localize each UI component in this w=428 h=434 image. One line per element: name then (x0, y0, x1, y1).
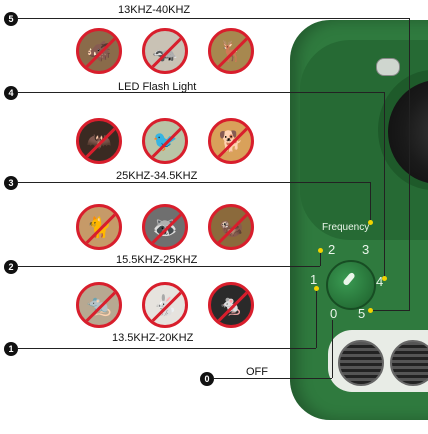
animal-raccoon-icon: 🦝 (142, 204, 188, 250)
marker-0: 0 (200, 372, 214, 386)
animal-mole-icon: 🐁 (208, 282, 254, 328)
leader-line-0-vertical (332, 320, 333, 378)
leader-line-2-vertical (320, 250, 321, 266)
leader-line-3 (18, 182, 370, 183)
animal-cat-icon: 🐈 (76, 204, 122, 250)
leader-line-5-end (370, 310, 410, 311)
animal-badger-icon: 🦡 (142, 28, 188, 74)
range-label-2: 15.5KHZ-25KHZ (116, 254, 198, 266)
indicator-dot-5 (368, 308, 373, 313)
marker-4: 4 (4, 86, 18, 100)
leader-line-2 (18, 266, 320, 267)
animal-boar-icon: 🐗 (76, 28, 122, 74)
animal-bat-icon: 🦇 (76, 118, 122, 164)
marker-2: 2 (4, 260, 18, 274)
dial-number-2: 2 (328, 242, 336, 257)
animal-bird-icon: 🐦 (142, 118, 188, 164)
leader-line-5-vertical (409, 18, 410, 310)
indicator-dot-2 (318, 248, 323, 253)
indicator-dot-1 (314, 286, 319, 291)
range-label-4: LED Flash Light (118, 81, 197, 93)
animal-weasel-icon: 🦦 (208, 204, 254, 250)
animal-rat-icon: 🐀 (76, 282, 122, 328)
marker-5: 5 (4, 12, 18, 26)
frequency-knob[interactable] (326, 260, 376, 310)
animal-dog-icon: 🐕 (208, 118, 254, 164)
leader-line-3-vertical (370, 182, 371, 222)
animal-rabbit-icon: 🐇 (142, 282, 188, 328)
led-flash-light (376, 58, 400, 76)
indicator-dot-3 (368, 220, 373, 225)
speaker-grille-left (338, 340, 384, 386)
range-label-1: 13.5KHZ-20KHZ (112, 332, 194, 344)
speaker-grille-right (390, 340, 428, 386)
dial-number-4: 4 (376, 274, 384, 289)
dial-number-1: 1 (310, 272, 318, 287)
dial-number-5: 5 (358, 306, 366, 321)
animal-deer-icon: 🦌 (208, 28, 254, 74)
leader-line-1 (18, 348, 316, 349)
frequency-label: Frequency (322, 222, 370, 233)
marker-3: 3 (4, 176, 18, 190)
leader-line-4 (18, 92, 384, 93)
range-label-5: 13KHZ-40KHZ (118, 4, 191, 16)
indicator-dot-4 (382, 276, 387, 281)
marker-1: 1 (4, 342, 18, 356)
range-label-0: OFF (246, 366, 268, 378)
leader-line-4-vertical (384, 92, 385, 278)
dial-number-3: 3 (362, 242, 370, 257)
leader-line-1-vertical (316, 288, 317, 348)
range-label-3: 25KHZ-34.5KHZ (116, 170, 198, 182)
dial-number-0: 0 (330, 306, 338, 321)
leader-line-0 (214, 378, 332, 379)
leader-line-5 (18, 18, 410, 19)
